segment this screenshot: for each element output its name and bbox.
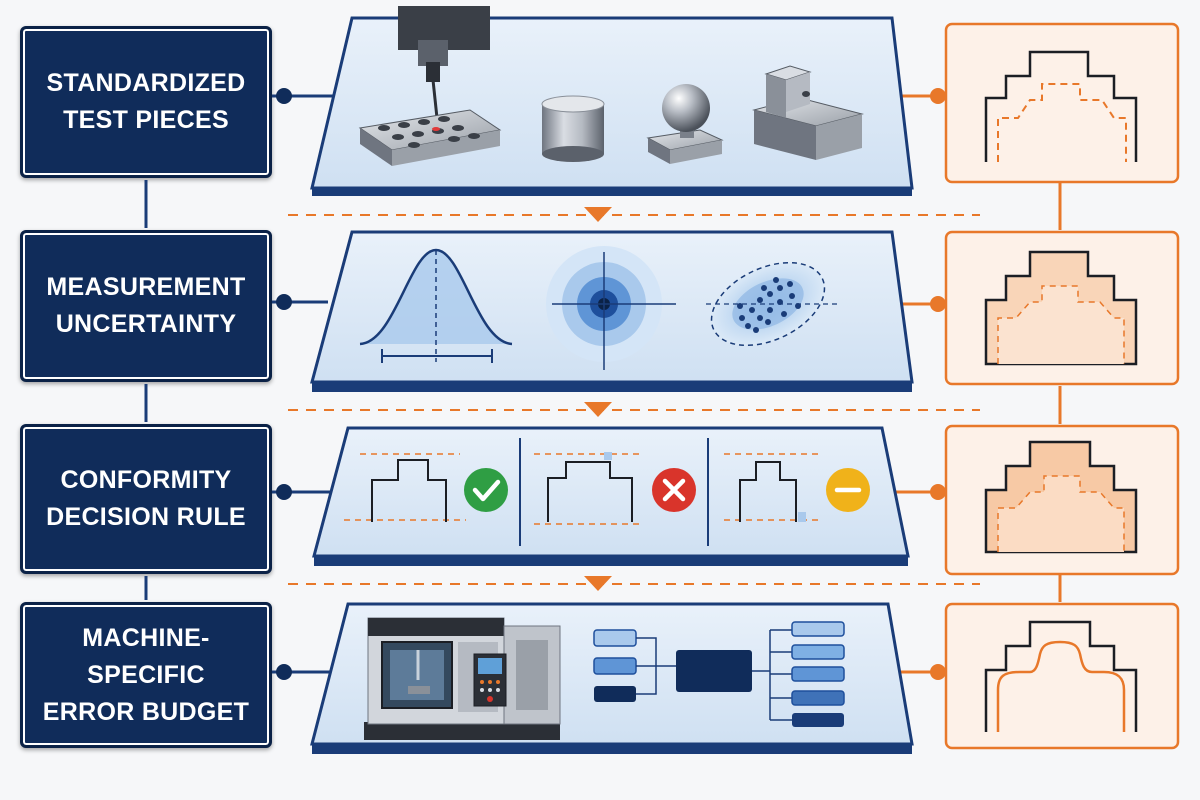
panel-uncertainty [310,230,914,392]
label-line: ERROR BUDGET [42,697,250,726]
target-icon [546,246,676,370]
label-line: DECISION RULE [46,503,246,531]
down-arrow-icon [584,576,612,591]
label-line: MEASUREMENT [46,273,246,301]
down-arrow-icon [584,207,612,222]
label-line: TEST PIECES [63,106,229,134]
label-line: UNCERTAINTY [55,310,237,338]
label-standardized-test-pieces: STANDARDIZED TEST PIECES [20,26,272,178]
fail-profile [534,452,696,525]
profile-panel-1 [944,22,1180,184]
panel-decision-rule [312,426,910,566]
step-block-icon [752,65,864,160]
label-machine-specific-error-budget: MACHINE-SPECIFIC ERROR BUDGET [20,602,272,748]
hole-plate-icon [358,109,502,166]
distribution-curve-icon [359,248,513,363]
profile-panel-3 [944,424,1180,576]
inconclusive-profile [724,453,870,522]
cylinder-icon [541,95,605,162]
check-icon [464,468,508,512]
panel-test-pieces [310,6,914,196]
profile-panel-4 [944,602,1180,750]
profile-panel-2 [944,230,1180,386]
label-line: STANDARDIZED [46,69,246,97]
label-measurement-uncertainty: MEASUREMENT UNCERTAINTY [20,230,272,382]
probe-icon [398,6,490,124]
separators [288,207,980,591]
sphere-icon [646,84,724,164]
left-connectors [272,88,334,680]
scatter-ellipse-icon [706,261,840,347]
pass-profile [344,453,508,522]
cnc-machine-icon [364,617,561,740]
label-line: MACHINE-SPECIFIC [82,623,210,689]
label-line: CONFORMITY [60,466,232,494]
panel-error-budget [310,602,914,754]
label-conformity-decision-rule: CONFORMITY DECISION RULE [20,424,272,574]
down-arrow-icon [584,402,612,417]
tree-diagram-icon [593,621,845,727]
